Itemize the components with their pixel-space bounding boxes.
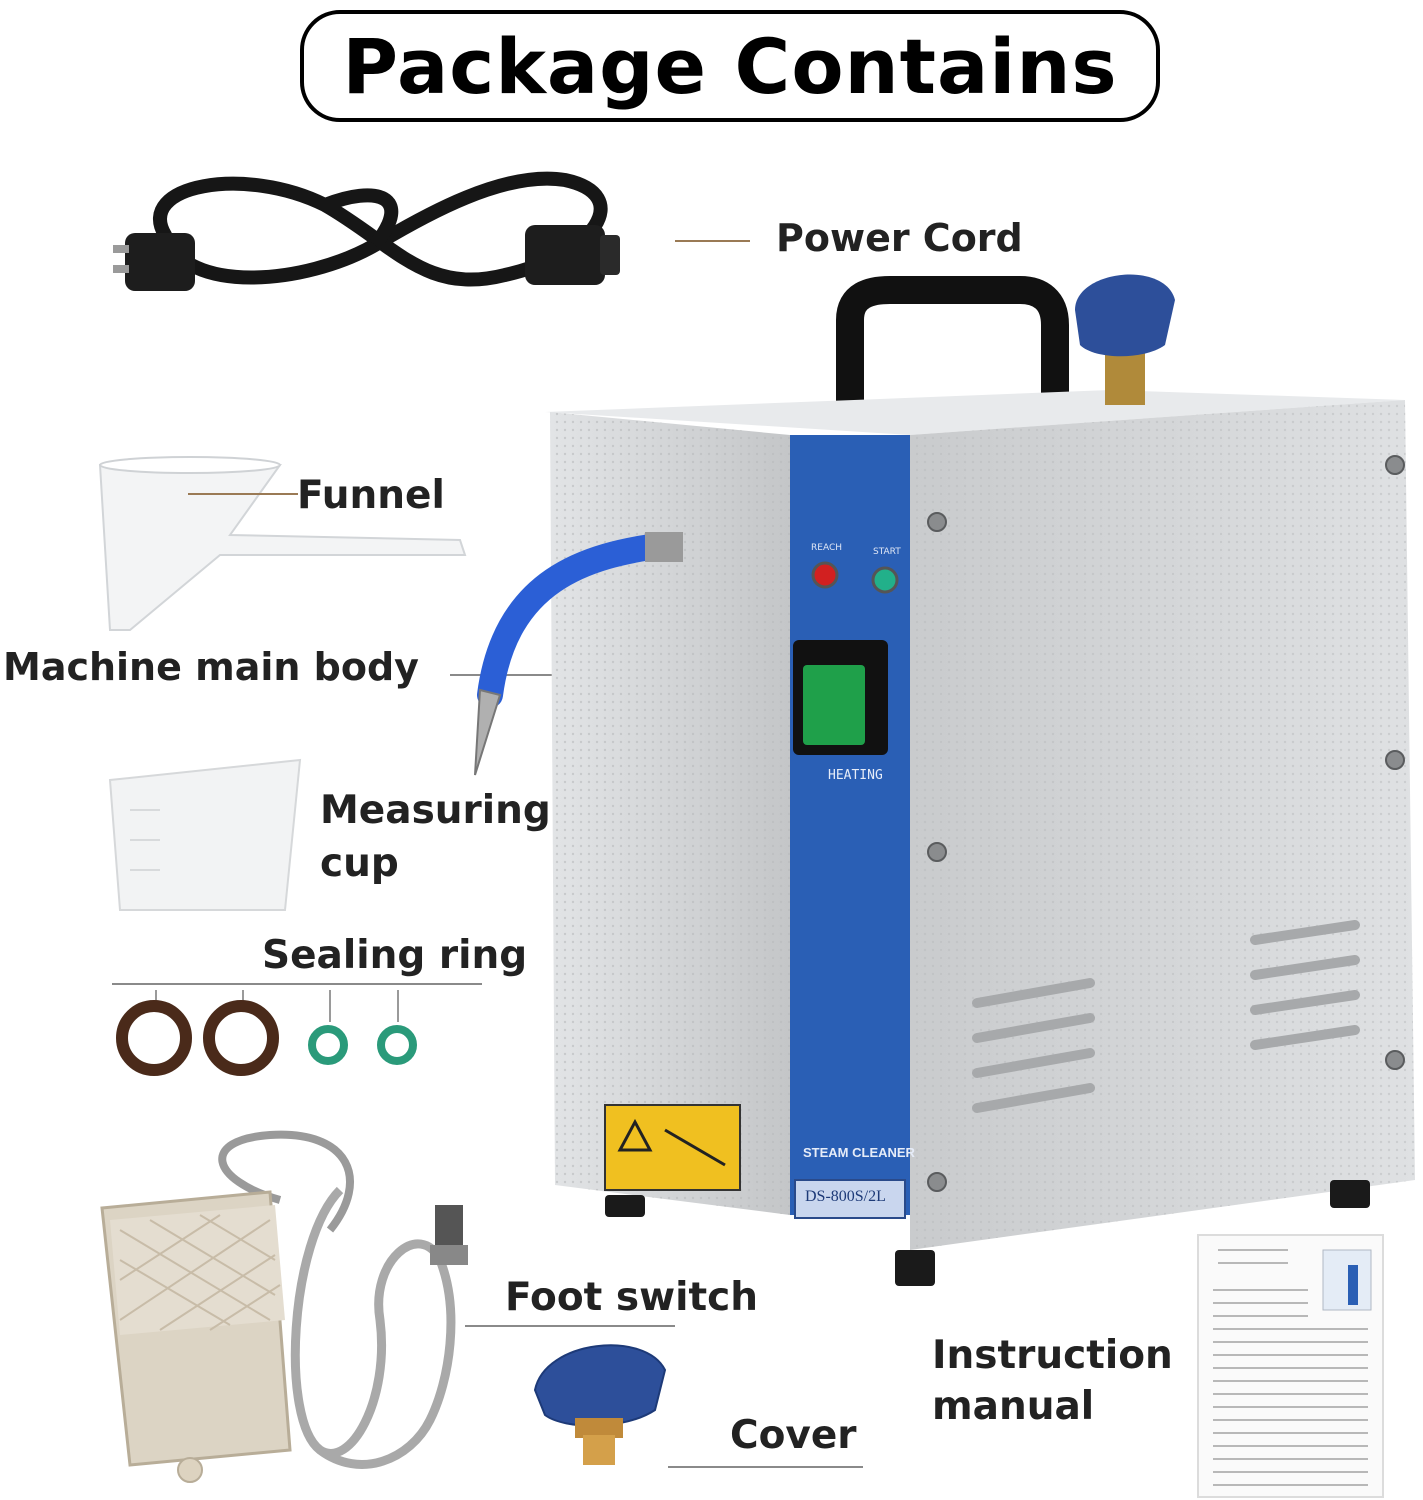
instruction-manual-image: [1197, 1234, 1384, 1498]
power-cord-image: [113, 171, 620, 291]
brand-label: STEAM CLEANER: [803, 1145, 915, 1160]
ring-brown-1: [116, 1000, 192, 1076]
heating-label: HEATING: [828, 768, 883, 783]
funnel-leader: [188, 493, 298, 495]
sealing-rings-image: [116, 990, 417, 1076]
power-cord-leader: [675, 240, 750, 242]
model-label: DS-800S/2L: [805, 1188, 886, 1205]
ring-brown-2: [203, 1000, 279, 1076]
foot-switch-label: Foot switch: [505, 1275, 759, 1320]
measuring-cup-image: [108, 758, 302, 911]
foot-switch-leader: [465, 1325, 675, 1327]
sealing-ring-label: Sealing ring: [262, 933, 528, 978]
reach-lamp-label: REACH: [811, 543, 842, 553]
main-body-leader: [450, 674, 575, 676]
cover-image: [533, 1344, 667, 1465]
funnel-image: [98, 456, 467, 631]
machine-main-body-label: Machine main body: [3, 645, 419, 689]
measuring-cup-label: Measuring cup: [320, 788, 551, 886]
foot-switch-image: [100, 1130, 468, 1483]
ring-teal-2: [377, 1025, 417, 1065]
cover-leader: [668, 1466, 863, 1468]
cover-label: Cover: [730, 1413, 857, 1458]
page-title: Package Contains: [300, 10, 1160, 122]
instruction-manual-label: Instruction manual: [932, 1333, 1173, 1430]
sealing-ring-leader: [112, 983, 482, 985]
funnel-label: Funnel: [297, 473, 445, 518]
ring-teal-1: [308, 1025, 348, 1065]
start-lamp-label: START: [873, 547, 901, 557]
power-cord-label: Power Cord: [776, 216, 1023, 260]
machine-body: REACH START HEATING STEAM CLEANER DS-800…: [474, 250, 1423, 1300]
